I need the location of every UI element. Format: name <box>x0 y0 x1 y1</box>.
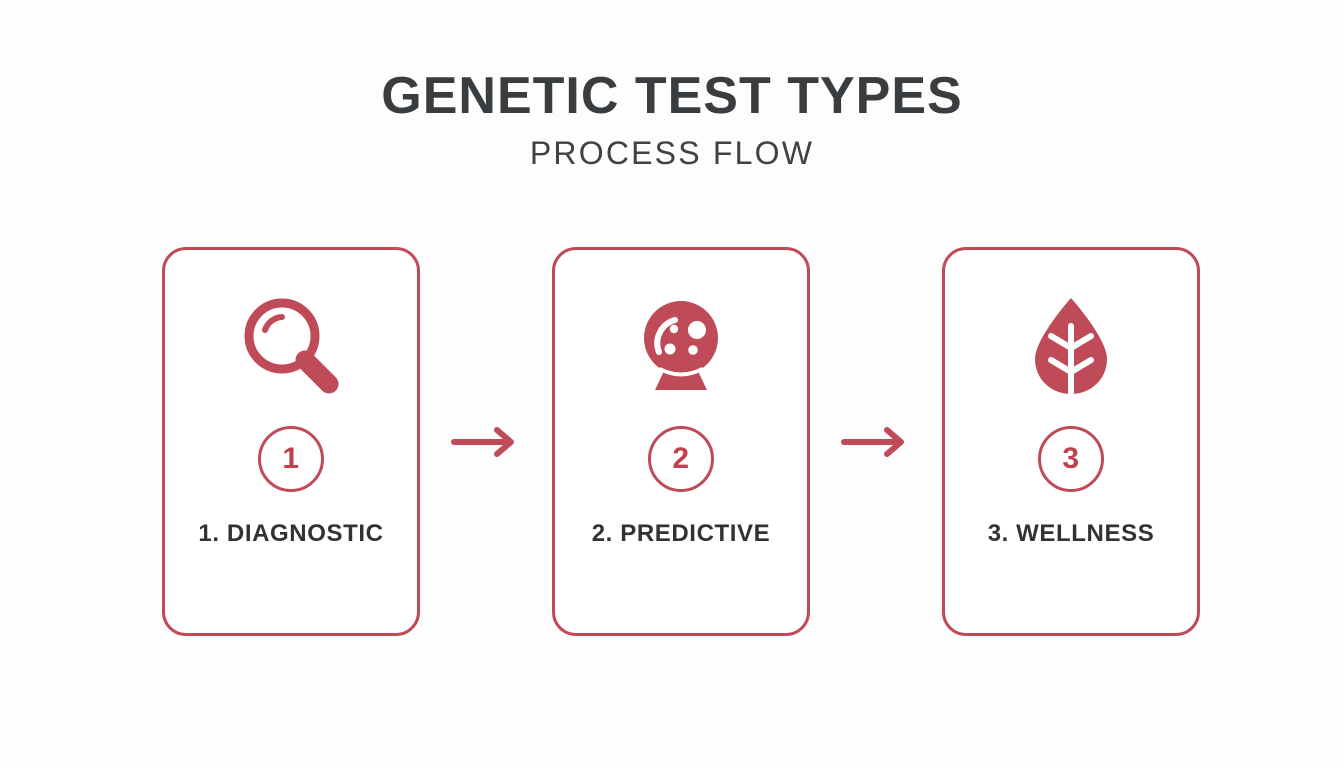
step-number-badge-3: 3 <box>1038 426 1104 492</box>
step-number-3: 3 <box>1062 442 1080 475</box>
leaf-icon <box>1009 286 1133 410</box>
step-number-badge-2: 2 <box>648 426 714 492</box>
arrow-right-icon <box>451 426 514 457</box>
magnifying-glass-icon <box>229 286 353 410</box>
step-label-2: 2. PREDICTIVE <box>591 520 771 547</box>
flow-step-card-2[interactable]: 2 2. PREDICTIVE <box>552 247 810 636</box>
flow-connector-2 <box>810 247 942 636</box>
step-number-badge-1: 1 <box>258 426 324 492</box>
flow-connector-1 <box>420 247 552 636</box>
page-subtitle: PROCESS FLOW <box>529 135 815 172</box>
arrow-right-icon <box>841 426 904 457</box>
page-title: GENETIC TEST TYPES <box>381 67 963 125</box>
header: GENETIC TEST TYPES PROCESS FLOW <box>0 68 1344 171</box>
step-label-1: 1. DIAGNOSTIC <box>198 520 384 547</box>
process-flow: 1 1. DIAGNOSTIC <box>162 247 1200 636</box>
step-label-3: 3. WELLNESS <box>987 520 1155 547</box>
flow-step-card-1[interactable]: 1 1. DIAGNOSTIC <box>162 247 420 636</box>
step-number-1: 1 <box>282 442 300 475</box>
crystal-ball-icon <box>619 286 743 410</box>
step-number-2: 2 <box>672 442 690 475</box>
flow-step-card-3[interactable]: 3 3. WELLNESS <box>942 247 1200 636</box>
